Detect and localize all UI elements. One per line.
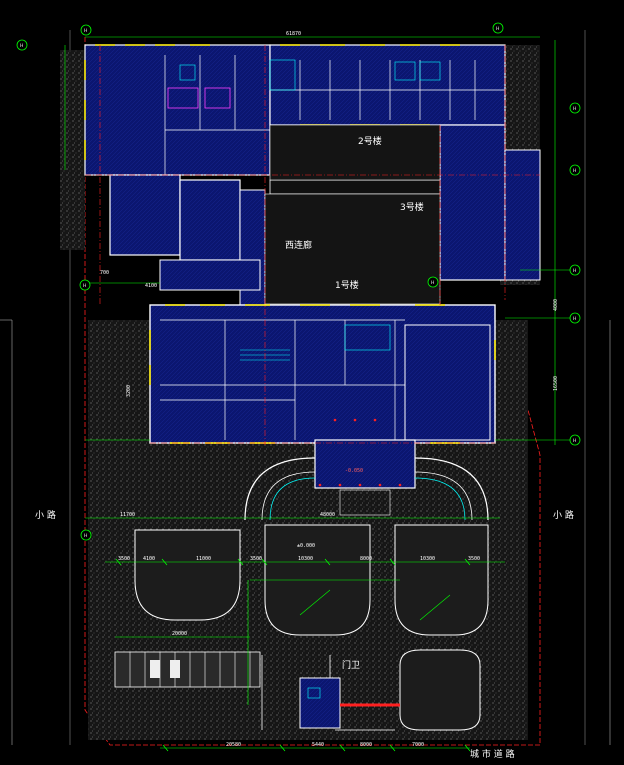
svg-text:10300: 10300 [420,556,435,562]
svg-text:H: H [20,43,23,49]
svg-text:700: 700 [100,270,109,276]
svg-text:20000: 20000 [172,631,187,637]
svg-text:3500: 3500 [250,556,262,562]
svg-text:16500: 16500 [553,376,559,391]
svg-text:H: H [84,533,87,539]
label-building-3: 3号楼 [400,201,424,213]
axis-bubbles [16,22,581,541]
label-building-2: 2号楼 [358,135,382,147]
svg-text:H: H [573,168,576,174]
dimension-texts: 61870 48000 11700 3500 4100 11000 3500 1… [100,31,559,748]
main-building [149,304,496,489]
label-city-road: 城 市 道 路 [470,748,515,760]
label-side-road-left: 小 路 [35,509,56,521]
level-entrance: -0.050 [345,468,363,474]
dimension-lines [64,36,575,749]
parking-area [114,651,261,688]
svg-text:H: H [83,283,86,289]
svg-text:H: H [573,316,576,322]
svg-text:20580: 20580 [226,742,241,748]
north-building [84,44,541,306]
landscape-islands [134,524,489,731]
svg-text:H: H [573,268,576,274]
svg-text:H: H [573,106,576,112]
axis-lines [85,45,540,445]
place-labels: 2号楼 3号楼 西连廊 1号楼 门卫 小 路 小 路 城 市 道 路 -0.05… [35,135,574,760]
gate-house [261,655,400,731]
svg-text:3500: 3500 [468,556,480,562]
axis-bubble-labels: H H H H H H H H H H H [20,26,576,539]
label-building-1: 1号楼 [335,279,359,291]
svg-text:4100: 4100 [145,283,157,289]
svg-text:8000: 8000 [360,742,372,748]
svg-text:3200: 3200 [126,385,132,397]
label-west-corridor: 西连廊 [285,239,312,251]
label-gate-house: 门卫 [342,659,360,671]
svg-text:61870: 61870 [286,31,301,37]
dimension-ticks [115,558,471,752]
entrance-drive [244,457,489,521]
svg-text:H: H [431,280,434,286]
svg-text:4000: 4000 [553,299,559,311]
svg-text:11000: 11000 [196,556,211,562]
svg-text:48000: 48000 [320,512,335,518]
svg-text:11700: 11700 [120,512,135,518]
level-front: ±0.000 [297,543,315,549]
svg-text:H: H [84,28,87,34]
svg-text:5440: 5440 [312,742,324,748]
svg-text:H: H [496,26,499,32]
svg-text:4100: 4100 [143,556,155,562]
svg-text:7000: 7000 [412,742,424,748]
svg-text:3500: 3500 [118,556,130,562]
label-side-road-right: 小 路 [553,509,574,521]
courtyard [264,124,441,305]
svg-text:8000: 8000 [360,556,372,562]
svg-text:10300: 10300 [298,556,313,562]
svg-text:H: H [573,438,576,444]
